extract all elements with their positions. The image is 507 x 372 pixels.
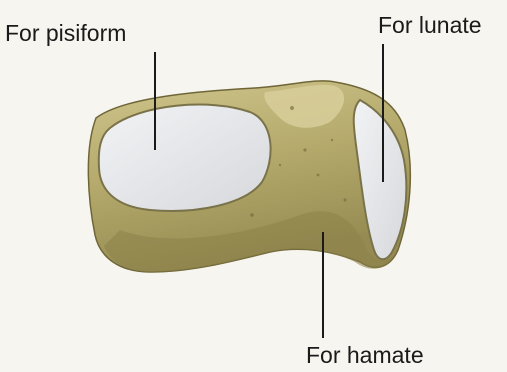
pisiform-articular-surface (99, 105, 271, 211)
label-for-pisiform: For pisiform (5, 22, 126, 45)
label-for-hamate: For hamate (306, 344, 424, 367)
label-for-lunate: For lunate (378, 14, 482, 37)
